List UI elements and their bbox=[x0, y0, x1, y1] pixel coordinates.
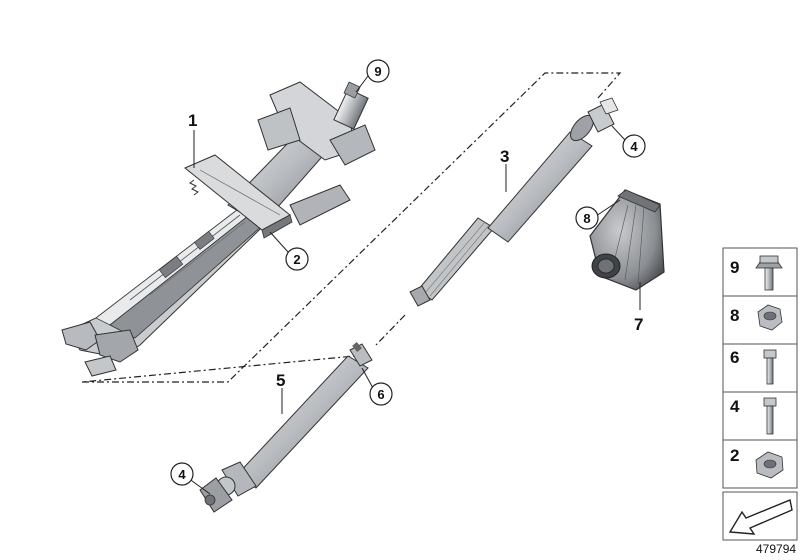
part-label-7: 7 bbox=[634, 315, 643, 334]
legend-row-8: 8 bbox=[722, 295, 798, 345]
svg-text:8: 8 bbox=[730, 306, 739, 325]
svg-text:2: 2 bbox=[293, 252, 300, 267]
legend-row-6: 6 bbox=[722, 343, 798, 393]
part-label-1: 1 bbox=[188, 111, 197, 130]
legend-row-9: 9 bbox=[722, 247, 798, 297]
svg-text:6: 6 bbox=[377, 387, 384, 402]
hex-nut-icon bbox=[757, 304, 783, 331]
direction-arrow-icon bbox=[728, 499, 793, 535]
callout-6: 6 bbox=[369, 382, 393, 406]
legend-row-4: 4 bbox=[722, 391, 798, 441]
svg-text:9: 9 bbox=[730, 258, 739, 277]
long-bolt-icon bbox=[763, 397, 777, 435]
svg-text:2: 2 bbox=[730, 446, 739, 465]
assembly-dashed-outline bbox=[81, 72, 622, 383]
leader-lines bbox=[187, 75, 641, 495]
callout-2: 2 bbox=[285, 247, 309, 271]
svg-text:4: 4 bbox=[178, 467, 186, 482]
steering-column-assembly bbox=[61, 81, 376, 377]
part-label-3: 3 bbox=[500, 147, 509, 166]
fastener-legend: 9 8 6 4 bbox=[722, 247, 798, 541]
callout-9: 9 bbox=[366, 59, 390, 83]
svg-text:4: 4 bbox=[730, 397, 740, 416]
steering-boot bbox=[589, 189, 665, 291]
legend-arrow-box bbox=[722, 491, 798, 541]
callout-8: 8 bbox=[575, 206, 599, 230]
legend-row-2: 2 bbox=[722, 439, 798, 489]
svg-text:9: 9 bbox=[374, 64, 381, 79]
callout-4-bottom: 4 bbox=[170, 462, 194, 486]
lower-steering-shaft bbox=[199, 342, 373, 513]
short-bolt-icon bbox=[763, 349, 777, 385]
svg-text:8: 8 bbox=[583, 211, 590, 226]
flange-bolt-icon bbox=[755, 255, 783, 291]
hex-nut-icon bbox=[755, 451, 784, 479]
callout-4-top: 4 bbox=[622, 134, 646, 158]
intermediate-shaft bbox=[409, 97, 619, 307]
document-number: 479794 bbox=[756, 542, 796, 556]
part-label-5: 5 bbox=[276, 371, 285, 390]
svg-text:4: 4 bbox=[630, 139, 638, 154]
svg-text:6: 6 bbox=[730, 348, 739, 367]
